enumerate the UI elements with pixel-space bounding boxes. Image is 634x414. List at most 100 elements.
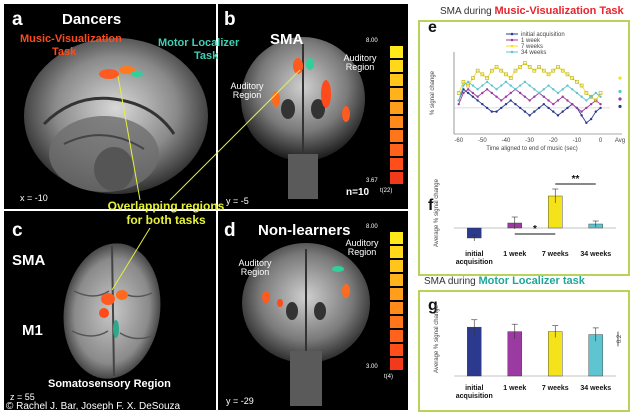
coronal-brain-image-nonlearners — [242, 243, 370, 406]
e-point-0-2 — [466, 91, 470, 95]
e-point-3-0 — [457, 99, 460, 102]
e-point-1-23 — [566, 99, 569, 102]
m1-label: M1 — [22, 322, 43, 339]
scale-b-unit: t(22) — [380, 188, 393, 194]
sample-size-label: n=10 — [346, 187, 370, 198]
f-sig-label-1: ** — [572, 174, 580, 185]
e-point-2-5 — [480, 72, 485, 77]
panel-d: d Non-learners Auditory Region Auditory … — [218, 211, 408, 410]
e-point-2-10 — [504, 72, 508, 77]
e-point-3-17 — [537, 91, 541, 95]
motor-chart-title-highlight: Motor Localizer task — [478, 275, 585, 287]
e-point-3-10 — [504, 80, 508, 84]
e-x-tick-6: 0 — [599, 138, 603, 144]
e-point-1-8 — [495, 95, 498, 98]
e-point-3-6 — [485, 80, 489, 84]
e-point-2-2 — [466, 83, 470, 88]
music-chart-title-highlight: Music-Visualization Task — [494, 5, 624, 17]
g-bar-2 — [548, 331, 563, 377]
e-x-tick-1: -50 — [478, 138, 487, 144]
music-task-label-2: Task — [52, 46, 77, 58]
e-point-3-28 — [589, 95, 593, 98]
e-point-3-18 — [542, 88, 546, 91]
scale-d-unit: t(4) — [384, 374, 393, 380]
e-legend-marker-0 — [510, 32, 514, 36]
e-point-1-24 — [570, 102, 574, 106]
e-point-0-13 — [518, 106, 522, 110]
e-x-tick-2: -40 — [502, 138, 511, 144]
e-point-0-16 — [533, 110, 536, 113]
e-point-2-15 — [527, 65, 532, 69]
e-point-1-3 — [471, 91, 475, 95]
e-point-2-26 — [579, 83, 584, 88]
e-point-2-27 — [584, 91, 589, 95]
e-point-2-7 — [490, 68, 494, 73]
panel-letter-f: f — [428, 197, 434, 214]
e-point-3-16 — [533, 88, 536, 91]
e-point-2-13 — [518, 65, 522, 69]
e-avg-point-2 — [618, 76, 622, 80]
e-point-3-21 — [556, 91, 560, 95]
e-point-0-7 — [490, 110, 494, 113]
e-point-0-22 — [561, 110, 564, 113]
e-x-tick-5: -10 — [573, 138, 582, 144]
panel-d-coord: y = -29 — [226, 396, 254, 406]
f-category-0-b: acquisition — [456, 259, 493, 266]
e-point-1-13 — [518, 91, 522, 95]
e-point-1-5 — [481, 91, 484, 95]
e-point-3-13 — [518, 84, 522, 87]
e-point-2-0 — [456, 91, 461, 95]
e-point-3-15 — [528, 84, 531, 87]
e-point-3-19 — [547, 84, 550, 87]
auditory-region-right-b: Auditory Region — [343, 53, 377, 73]
e-legend-marker-1 — [510, 38, 514, 42]
scale-b-bottom: 3.67 — [366, 178, 378, 184]
panel-letter-b: b — [224, 9, 236, 30]
e-point-2-30 — [598, 91, 603, 95]
e-point-1-28 — [589, 102, 593, 106]
e-point-2-4 — [475, 68, 480, 73]
e-point-0-8 — [495, 110, 498, 113]
music-chart-title: SMA during Music-Visualization Task — [440, 6, 624, 17]
auditory-region-right-d: Auditory Region — [345, 238, 379, 258]
e-point-0-4 — [476, 99, 479, 102]
panel-d-title: Non-learners — [258, 222, 351, 239]
e-point-0-17 — [537, 106, 541, 110]
e-point-0-27 — [585, 121, 588, 125]
e-point-2-25 — [575, 80, 579, 84]
e-y-label: % signal change — [430, 70, 436, 115]
e-point-0-28 — [589, 117, 593, 121]
e-point-2-16 — [532, 68, 537, 73]
e-legend-label-3: 34 weeks — [521, 50, 546, 56]
e-x-tick-4: -20 — [549, 138, 558, 144]
f-category-2: 7 weeks — [542, 251, 569, 258]
e-legend-marker-3 — [510, 50, 514, 54]
scale-d-bottom: 3.00 — [366, 364, 378, 370]
e-x-label: Time aligned to end of music (sec) — [486, 146, 577, 152]
motor-chart-title-prefix: SMA during — [424, 276, 479, 287]
e-point-0-23 — [566, 106, 569, 110]
e-point-1-14 — [523, 95, 527, 98]
e-point-3-22 — [561, 88, 564, 91]
overlap-label-2: for both tasks — [126, 213, 206, 227]
e-point-1-22 — [561, 95, 564, 98]
g-category-1: 1 week — [503, 385, 526, 392]
e-point-2-22 — [560, 68, 565, 73]
e-point-1-16 — [533, 95, 536, 98]
e-point-1-19 — [547, 99, 550, 102]
e-point-3-23 — [566, 84, 569, 87]
e-point-2-24 — [570, 76, 574, 80]
scale-d-top: 8.00 — [366, 224, 378, 230]
e-point-3-9 — [500, 84, 503, 87]
e-point-1-10 — [504, 95, 508, 98]
e-point-3-20 — [552, 88, 555, 91]
e-point-3-26 — [580, 95, 583, 98]
e-point-0-11 — [509, 99, 512, 102]
e-point-3-4 — [476, 88, 479, 91]
e-point-1-1 — [462, 91, 465, 95]
g-scale-bar-label: 0.2 — [617, 334, 623, 343]
e-point-0-5 — [481, 102, 484, 106]
e-point-1-18 — [542, 95, 546, 98]
e-point-3-5 — [481, 84, 484, 87]
